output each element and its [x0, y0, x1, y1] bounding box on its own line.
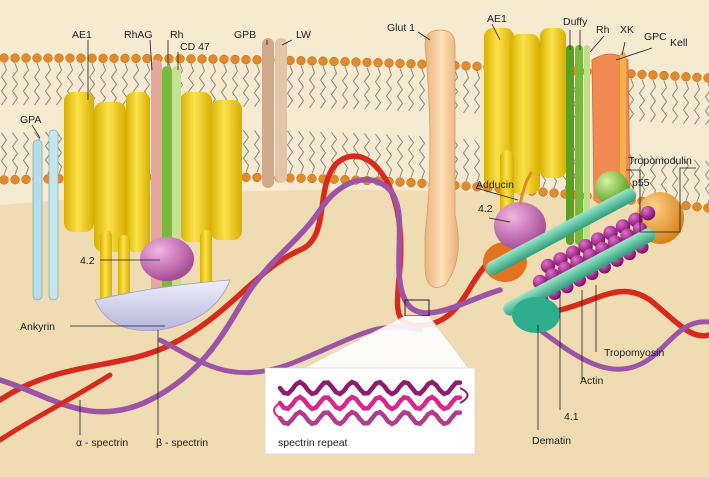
band42-left [140, 237, 194, 281]
label-rh-right: Rh [596, 24, 610, 36]
tropomyosin-rods [486, 188, 656, 316]
leader-lines [31, 23, 696, 435]
dematin-protein [512, 297, 560, 333]
label-duffy: Duffy [563, 16, 588, 28]
label-rh-left: Rh [170, 29, 184, 41]
duffy-protein [566, 45, 574, 245]
ae1-left-complex [64, 92, 242, 305]
label-band42-right: 4.2 [478, 203, 493, 215]
label-rhag: RhAG [124, 29, 153, 41]
spectrin-strand-right-lower [537, 319, 709, 372]
gpb-protein [262, 38, 274, 188]
label-adducin: Adducin [476, 179, 514, 191]
label-ae1-left: AE1 [72, 29, 92, 41]
label-gpb: GPB [234, 29, 256, 41]
label-tropomodulin: Tropomodulin [628, 155, 692, 167]
spectrin-repeat-helices [273, 379, 469, 427]
label-glut1: Glut 1 [387, 22, 415, 34]
label-alpha-spectrin: α - spectrin [76, 437, 128, 449]
label-ankyrin: Ankyrin [20, 321, 55, 333]
label-actin: Actin [580, 375, 604, 387]
label-lw: LW [296, 29, 311, 41]
label-xk: XK [620, 24, 634, 36]
label-gpa: GPA [20, 114, 41, 126]
label-beta-spectrin: β - spectrin [156, 437, 208, 449]
rh-right-protein [575, 45, 583, 245]
label-dematin: Dematin [532, 435, 571, 447]
label-p55: p55 [632, 177, 650, 189]
label-ae1-right: AE1 [487, 13, 507, 25]
adducin-tail [518, 171, 534, 206]
label-band41: 4.1 [564, 411, 579, 423]
label-gpc: GPC [644, 31, 667, 43]
gpc-protein [620, 52, 626, 192]
xk-protein [584, 45, 590, 245]
label-tropomyosin: Tropomyosin [604, 347, 664, 359]
rhag-protein [151, 60, 162, 295]
band42-right [494, 202, 546, 250]
label-cd47: CD 47 [180, 41, 210, 53]
ae1-right-complex [484, 28, 566, 240]
cd47-protein [172, 66, 181, 291]
beta-spectrin-strand-right [557, 288, 709, 339]
label-band42-left: 4.2 [80, 255, 95, 267]
label-kell: Kell [670, 37, 688, 49]
lw-protein [275, 38, 287, 183]
spectrin-strand-far-left [0, 372, 113, 443]
gpa-protein [32, 129, 59, 301]
glut1-protein [424, 29, 459, 288]
label-spectrin-repeat: spectrin repeat [278, 437, 348, 449]
